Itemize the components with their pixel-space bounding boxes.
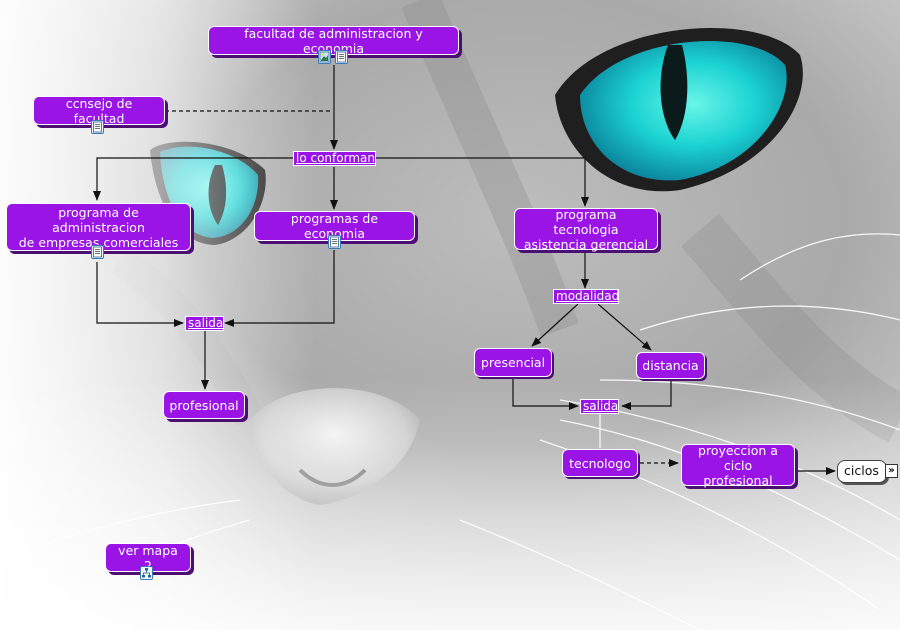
node-proyeccion-line1: proyeccion a bbox=[698, 442, 778, 458]
node-profesional[interactable]: profesional bbox=[163, 391, 245, 419]
node-programa-administracion-line1: programa de administracion bbox=[52, 204, 145, 235]
node-ver-mapa[interactable]: ver mapa 2 bbox=[105, 542, 191, 573]
node-consejo-label: ccnsejo de facultad bbox=[65, 95, 133, 126]
node-programa-tecnologia[interactable]: programa tecnologia asistencia gerencial bbox=[514, 206, 658, 252]
node-proyeccion[interactable]: proyeccion a ciclo profesional bbox=[681, 442, 795, 488]
node-proyeccion-line2: ciclo profesional bbox=[703, 457, 773, 488]
image-resource-icon[interactable] bbox=[318, 50, 331, 64]
document-resource-icon[interactable] bbox=[328, 235, 341, 249]
node-programas-economia-label: programas de economia bbox=[290, 211, 379, 241]
node-presencial-label: presencial bbox=[480, 355, 546, 370]
node-programa-administracion-line2: de empresas comerciales bbox=[18, 234, 179, 250]
node-programa-tecnologia-line1: programa tecnologia bbox=[553, 206, 619, 237]
double-chevron-right-icon[interactable]: » bbox=[885, 464, 898, 478]
node-distancia-label: distancia bbox=[642, 358, 699, 373]
document-resource-icon[interactable] bbox=[91, 245, 104, 259]
node-distancia[interactable]: distancia bbox=[636, 352, 705, 379]
node-ciclos[interactable]: ciclos bbox=[837, 460, 887, 483]
node-programa-administracion[interactable]: programa de administracion de empresas c… bbox=[6, 203, 191, 251]
node-presencial[interactable]: presencial bbox=[474, 348, 552, 377]
node-programa-tecnologia-line2: asistencia gerencial bbox=[523, 236, 649, 252]
node-ver-mapa-label: ver mapa 2 bbox=[118, 542, 178, 573]
linking-phrase-salida-left[interactable]: salida bbox=[185, 316, 224, 331]
node-ciclos-label: ciclos bbox=[844, 463, 879, 478]
node-profesional-label: profesional bbox=[169, 397, 239, 413]
linking-phrase-lo-conforman[interactable]: lo conforman bbox=[293, 151, 376, 166]
node-tecnologo[interactable]: tecnologo bbox=[562, 449, 638, 477]
node-tecnologo-label: tecnologo bbox=[569, 455, 631, 471]
node-facultad-label: facultad de administracion y economia bbox=[244, 25, 423, 56]
document-resource-icon[interactable] bbox=[91, 120, 104, 134]
node-facultad[interactable]: facultad de administracion y economia bbox=[208, 25, 459, 56]
concept-map-link-icon[interactable] bbox=[140, 566, 153, 580]
linking-phrase-salida-right[interactable]: salida bbox=[580, 399, 619, 414]
linking-phrase-modalidad[interactable]: modalidad bbox=[553, 289, 619, 304]
document-resource-icon[interactable] bbox=[335, 50, 348, 64]
